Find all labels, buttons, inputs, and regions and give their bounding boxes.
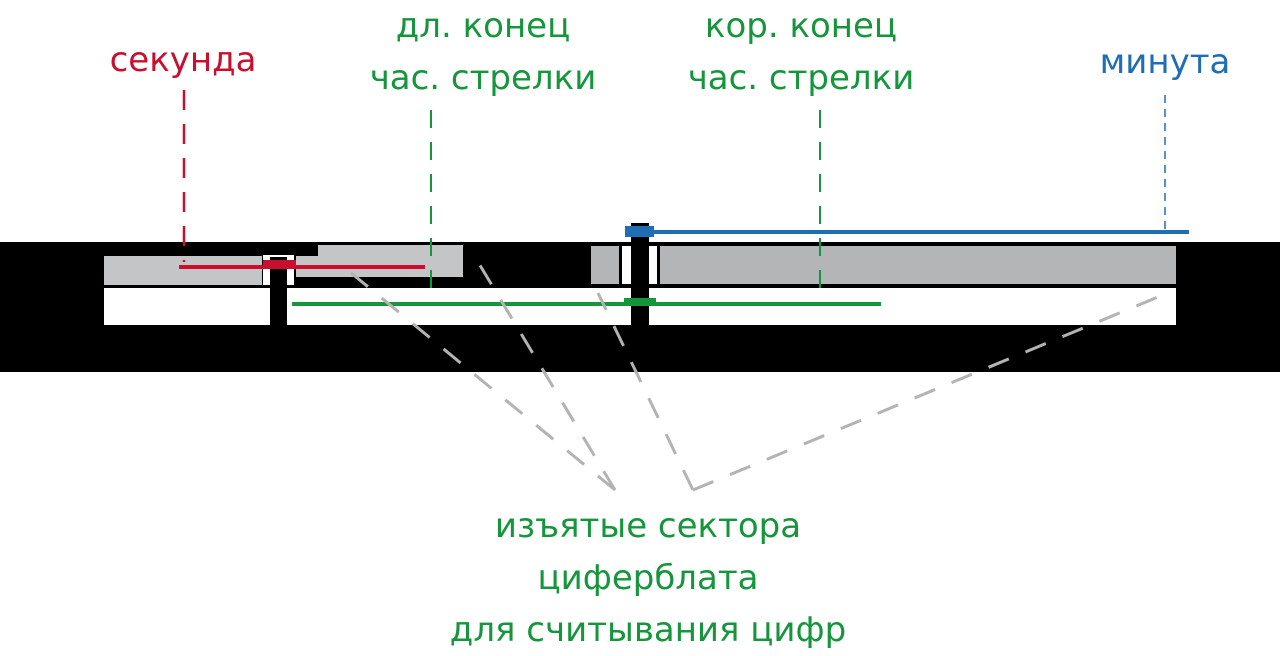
second-shaft bbox=[270, 257, 287, 325]
sector-leaders bbox=[349, 261, 1171, 492]
lower-space-left bbox=[104, 288, 270, 325]
label-sectors: изъятые сектора циферблата для считывани… bbox=[450, 500, 846, 656]
minute-hand-hub bbox=[625, 226, 654, 237]
label-hour-long: дл. конец час. стрелки bbox=[370, 0, 597, 104]
label-sectors-line3: для считывания цифр bbox=[449, 610, 847, 650]
label-hour-long-line1: дл. конец bbox=[395, 6, 571, 46]
lower-space-right bbox=[287, 288, 1176, 325]
label-hour-long-line2: час. стрелки bbox=[369, 58, 597, 98]
center-gap-right bbox=[649, 246, 657, 284]
dial-right-segment bbox=[660, 246, 1176, 284]
center-gap-left bbox=[622, 246, 631, 284]
label-sectors-line1: изъятые сектора bbox=[494, 506, 802, 546]
label-hour-short-line1: кор. конец bbox=[704, 6, 898, 46]
dial-segment-stepped bbox=[296, 245, 463, 277]
second-hand-hub bbox=[263, 260, 296, 268]
hour-hand-hub bbox=[624, 298, 656, 305]
center-shaft bbox=[631, 223, 649, 325]
label-hour-short: кор. конец час. стрелки bbox=[688, 0, 915, 104]
label-sectors-line2: циферблата bbox=[537, 558, 759, 598]
label-second: секунда bbox=[109, 40, 257, 80]
dial-right-segment-small bbox=[591, 246, 619, 284]
label-minute: минута bbox=[1099, 42, 1231, 82]
label-hour-short-line2: час. стрелки bbox=[687, 58, 915, 98]
